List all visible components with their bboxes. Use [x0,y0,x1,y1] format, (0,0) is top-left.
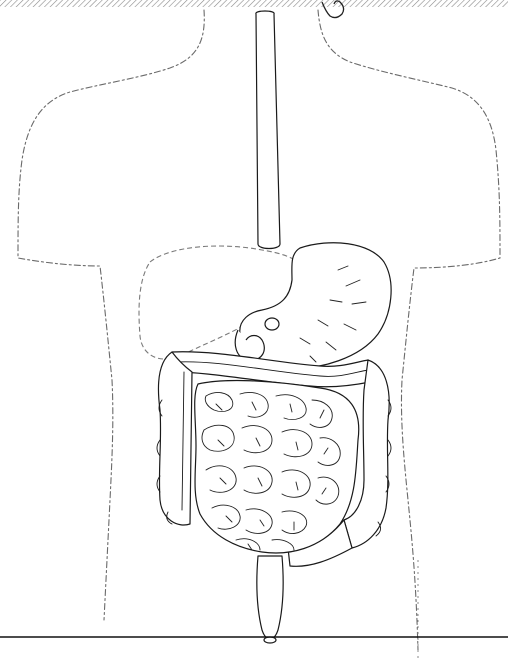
rectum [257,556,283,639]
small-intestine [195,381,359,553]
anus [264,637,276,643]
small-intestine-mass [195,381,359,553]
esophagus-tube [256,11,280,249]
gallbladder [265,318,279,330]
top-border-strip [0,0,508,7]
ascending-colon [159,352,193,525]
esophagus [256,11,280,249]
